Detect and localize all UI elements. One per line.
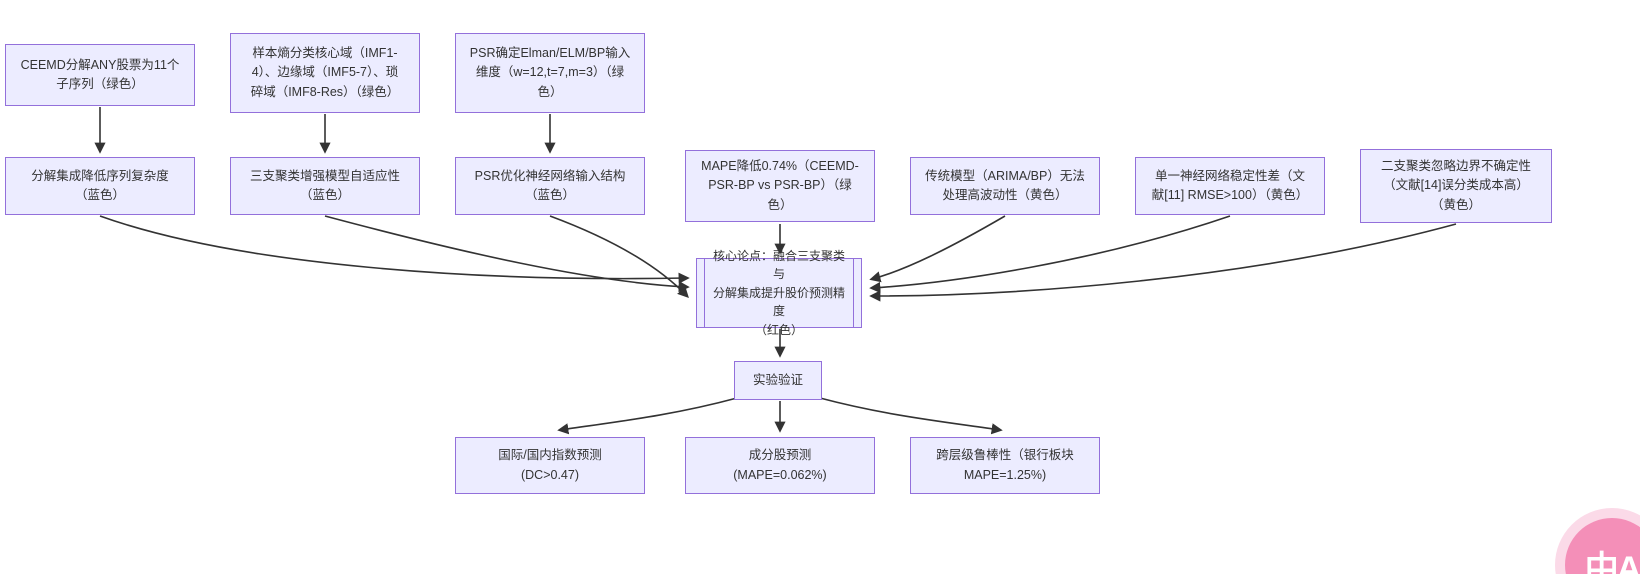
- node-cross-level-robustness: 跨层级鲁棒性（银行板块 MAPE=1.25%): [910, 437, 1100, 494]
- edge-structure-core: [549, 215, 689, 299]
- node-mape-improvement: MAPE降低0.74%（CEEMD- PSR-BP vs PSR-BP）（绿 色…: [685, 150, 875, 222]
- node-psr-input-structure: PSR优化神经网络输入结构 （蓝色）: [455, 157, 645, 215]
- node-core-thesis: 核心论点：融合三支聚类与 分解集成提升股价预测精度 （红色）: [696, 249, 862, 337]
- node-experiment-validation: 实验验证: [734, 361, 822, 400]
- edge-twoway-core: [869, 223, 1457, 302]
- node-index-prediction: 国际/国内指数预测 (DC>0.47): [455, 437, 645, 494]
- node-decomposition-complexity: 分解集成降低序列复杂度 （蓝色）: [5, 157, 195, 215]
- translate-badge-label: 中A: [1584, 549, 1640, 574]
- node-ceemd-decompose: CEEMD分解ANY股票为11个 子序列（绿色）: [5, 44, 195, 106]
- node-sample-entropy-domains: 样本熵分类核心域（IMF1- 4）、边缘域（IMF5-7）、琐 碎域（IMF8-…: [230, 33, 420, 113]
- edge-experiment-robustness: [819, 397, 1003, 435]
- edge-traditional-core: [869, 215, 1006, 283]
- edge-adaptivity-core: [324, 215, 690, 293]
- edge-singlenn-core: [869, 215, 1231, 294]
- edge-complexity-core: [99, 215, 690, 284]
- node-single-nn-instability: 单一神经网络稳定性差（文 献[11] RMSE>100）（黄色）: [1135, 157, 1325, 215]
- edge-experiment-index: [557, 397, 738, 435]
- node-constituent-prediction: 成分股预测 (MAPE=0.062%): [685, 437, 875, 494]
- node-traditional-model-limitation: 传统模型（ARIMA/BP）无法 处理高波动性（黄色）: [910, 157, 1100, 215]
- translate-badge[interactable]: 中A: [1565, 518, 1640, 574]
- node-psr-input-dimension: PSR确定Elman/ELM/BP输入 维度（w=12,t=7,m=3）（绿 色…: [455, 33, 645, 113]
- node-two-way-clustering-limitation: 二支聚类忽略边界不确定性 （文献[14]误分类成本高） （黄色）: [1360, 149, 1552, 223]
- node-three-way-adaptivity: 三支聚类增强模型自适应性 （蓝色）: [230, 157, 420, 215]
